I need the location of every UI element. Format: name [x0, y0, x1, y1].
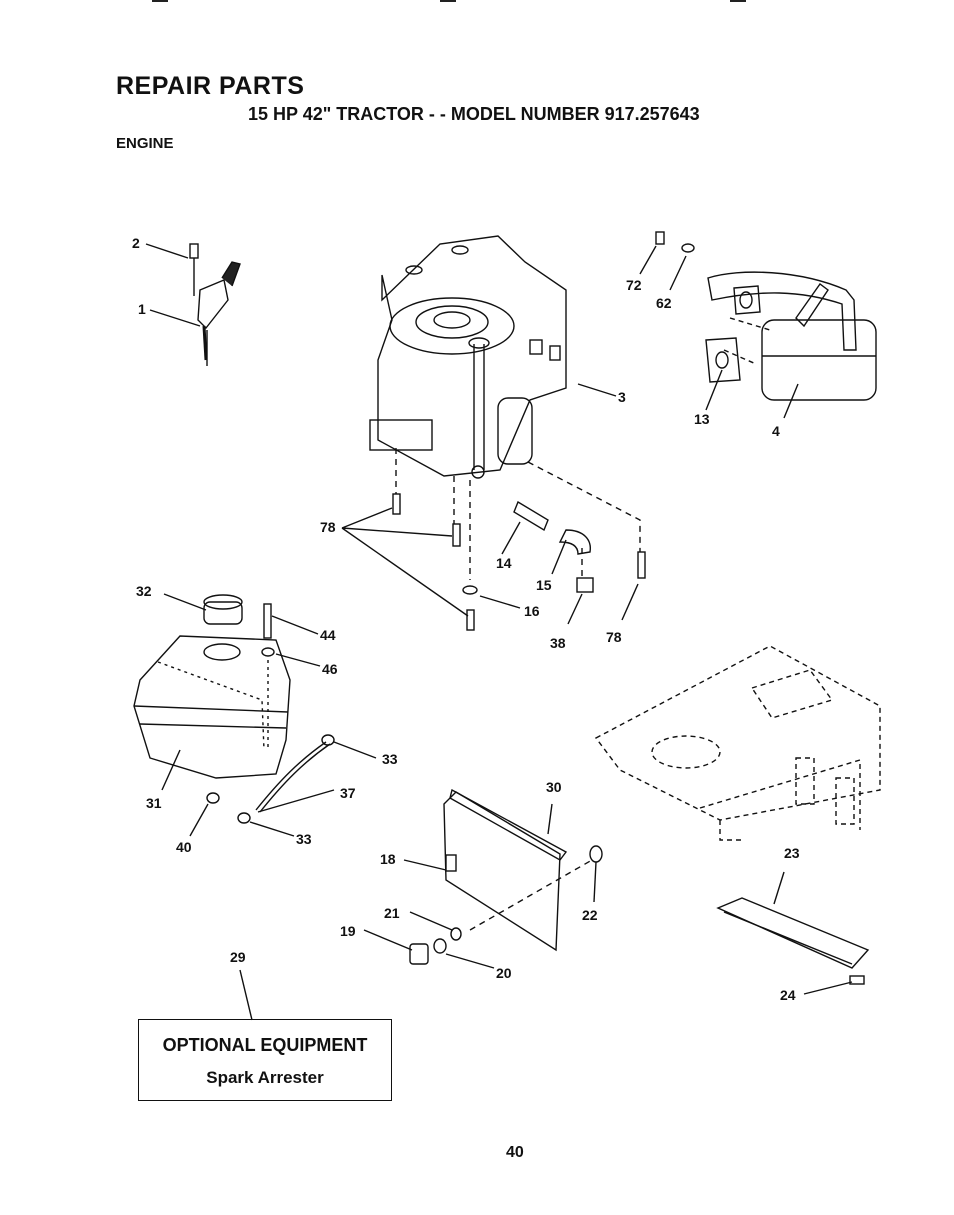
callout-1: 1 — [138, 301, 146, 317]
callout-32: 32 — [136, 583, 152, 599]
mounting-bracket-drawing — [409, 788, 603, 965]
top-edge-mark — [152, 0, 168, 2]
optional-equipment-box: OPTIONAL EQUIPMENT Spark Arrester — [138, 1019, 392, 1101]
callout-19: 19 — [340, 923, 356, 939]
oil-drain-drawing — [392, 493, 646, 631]
callout-72: 72 — [626, 277, 642, 293]
callout-46: 46 — [322, 661, 338, 677]
callout-78: 78 — [320, 519, 336, 535]
throttle-control-drawing — [189, 243, 241, 366]
callout-20: 20 — [496, 965, 512, 981]
callout-40: 40 — [176, 839, 192, 855]
callout-44: 44 — [320, 627, 336, 643]
callout-33: 33 — [296, 831, 312, 847]
callout-23: 23 — [784, 845, 800, 861]
callout-31: 31 — [146, 795, 162, 811]
callout-3: 3 — [618, 389, 626, 405]
top-edge-mark — [440, 0, 456, 2]
callout-18: 18 — [380, 851, 396, 867]
optional-equipment-item: Spark Arrester — [206, 1068, 324, 1087]
model-subtitle: 15 HP 42" TRACTOR - - MODEL NUMBER 917.2… — [248, 104, 700, 124]
callout-62: 62 — [656, 295, 672, 311]
engine-drawing — [369, 235, 567, 479]
section-heading: ENGINE — [116, 135, 174, 152]
optional-equipment-heading: OPTIONAL EQUIPMENT — [162, 1035, 368, 1055]
callout-4: 4 — [772, 423, 780, 439]
fuel-tank-drawing — [133, 594, 335, 824]
callout-38: 38 — [550, 635, 566, 651]
callout-78: 78 — [606, 629, 622, 645]
callout-2: 2 — [132, 235, 140, 251]
callout-33: 33 — [382, 751, 398, 767]
callout-22: 22 — [582, 907, 598, 923]
page-title: REPAIR PARTS — [116, 72, 305, 100]
page-number: 40 — [506, 1144, 524, 1161]
top-edge-mark — [730, 0, 746, 2]
callout-30: 30 — [546, 779, 562, 795]
callout-16: 16 — [524, 603, 540, 619]
callout-13: 13 — [694, 411, 710, 427]
callout-37: 37 — [340, 785, 356, 801]
callout-14: 14 — [496, 555, 512, 571]
callout-29: 29 — [230, 949, 246, 965]
callout-21: 21 — [384, 905, 400, 921]
callout-24: 24 — [780, 987, 796, 1003]
bottom-shield-drawing — [716, 897, 870, 985]
callout-15: 15 — [536, 577, 552, 593]
muffler-drawing — [655, 231, 877, 401]
frame-drawing — [594, 645, 881, 841]
